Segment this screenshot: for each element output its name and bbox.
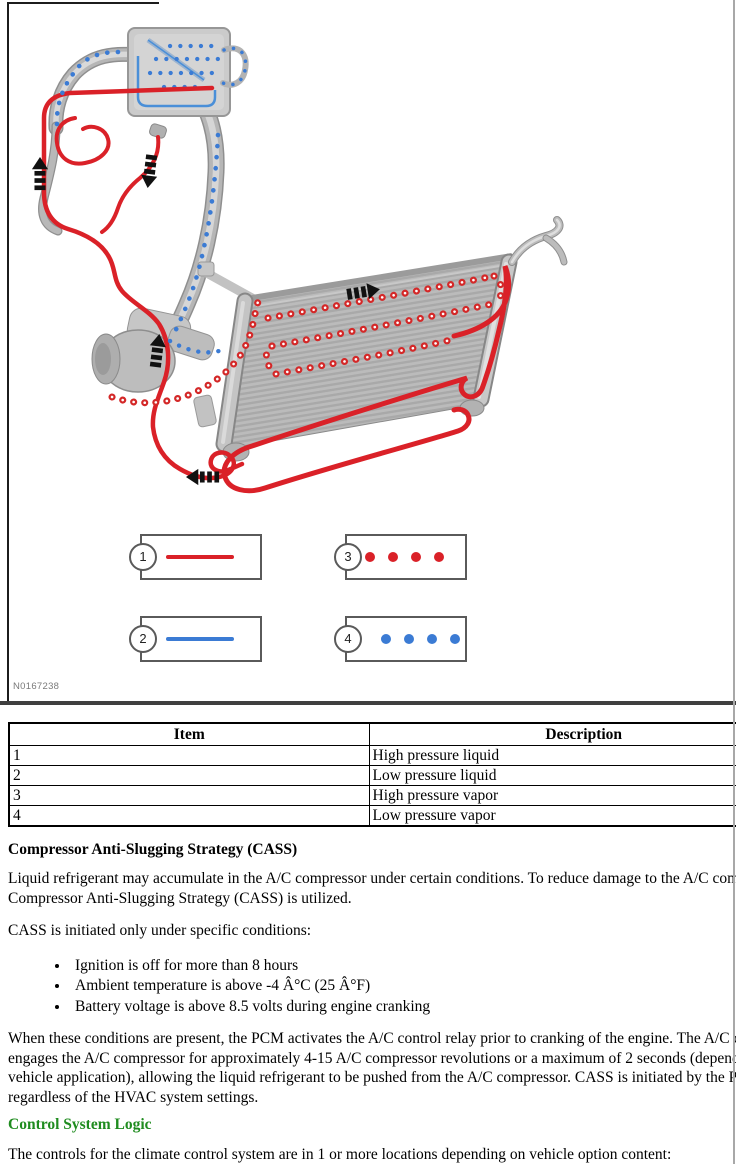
col-header-description: Description (368, 722, 736, 746)
cass-paragraph-3: When these conditions are present, the P… (8, 1029, 736, 1107)
description-cell: Low pressure vapor (368, 805, 736, 827)
paragraph-line: vehicle application), allowing the liqui… (8, 1069, 736, 1086)
description-cell: Low pressure liquid (368, 765, 736, 786)
controls-paragraph: The controls for the climate control sys… (8, 1145, 736, 1164)
document-body: Item Description 1 High pressure liquid … (8, 722, 736, 1164)
legend-item-3: 3 (334, 534, 467, 580)
item-description-table: Item Description 1 High pressure liquid … (8, 722, 736, 827)
liquid-lines (41, 85, 245, 481)
ac-refrigerant-flow-diagram (31, 27, 568, 494)
flow-arrow-down-suction-hose (139, 154, 160, 189)
paragraph-line: When these conditions are present, the P… (8, 1030, 736, 1047)
legend-number-4: 4 (334, 625, 362, 653)
list-item: Ignition is off for more than 8 hours (70, 956, 736, 977)
description-cell: High pressure liquid (368, 745, 736, 766)
legend-red-dots-swatch (365, 552, 444, 562)
cass-paragraph-2: CASS is initiated only under specific co… (8, 921, 736, 941)
table-row: 2 Low pressure liquid (8, 765, 736, 786)
item-cell: 1 (8, 745, 370, 766)
item-cell: 3 (8, 785, 370, 806)
paragraph-line: CASS is initiated only under specific co… (8, 922, 312, 939)
paragraph-line: Liquid refrigerant may accumulate in the… (8, 870, 736, 887)
paragraph-line: regardless of the HVAC system settings. (8, 1088, 259, 1106)
condenser (215, 216, 568, 494)
legend-number-2: 2 (129, 625, 157, 653)
condenser-inlet-pipes (508, 216, 568, 266)
cass-paragraph-1: Liquid refrigerant may accumulate in the… (8, 869, 736, 908)
paragraph-line: The controls for the climate control sys… (8, 1146, 672, 1163)
condenser-liquid-serpentine (221, 265, 511, 494)
legend-number-1: 1 (129, 543, 157, 571)
paragraph-line: engages the A/C compressor for approxima… (8, 1049, 736, 1067)
vapor-dot-paths (54, 49, 505, 407)
control-system-logic-heading: Control System Logic (8, 1116, 152, 1133)
legend-blue-line-swatch (166, 637, 234, 641)
table-header-row: Item Description (8, 722, 736, 746)
table-row: 4 Low pressure vapor (8, 805, 736, 827)
legend-item-4: 4 (334, 616, 467, 662)
table-row: 3 High pressure vapor (8, 785, 736, 806)
cass-section-heading: Compressor Anti-Slugging Strategy (CASS) (8, 841, 298, 858)
list-item: Ambient temperature is above -4 Â°C (25 … (70, 976, 736, 997)
legend-number-3: 3 (334, 543, 362, 571)
figure-border-bottom (0, 701, 736, 705)
item-cell: 4 (8, 805, 370, 827)
legend-red-line-swatch (166, 555, 234, 559)
cass-conditions-list: Ignition is off for more than 8 hours Am… (8, 956, 736, 1018)
description-cell: High pressure vapor (368, 785, 736, 806)
figure-border-left (7, 2, 9, 702)
page-right-edge-line (733, 0, 735, 1164)
item-cell: 2 (8, 765, 370, 786)
figure-border-top (7, 2, 159, 4)
table-row: 1 High pressure liquid (8, 745, 736, 766)
col-header-item: Item (8, 722, 370, 746)
paragraph-line: Compressor Anti-Slugging Strategy (CASS)… (8, 889, 352, 907)
evaporator (127, 27, 249, 117)
legend-item-2: 2 (129, 616, 262, 662)
list-item: Battery voltage is above 8.5 volts durin… (70, 997, 736, 1018)
legend-blue-dots-swatch (381, 634, 460, 644)
figure-caption: N0167238 (13, 681, 60, 692)
legend-item-1: 1 (129, 534, 262, 580)
